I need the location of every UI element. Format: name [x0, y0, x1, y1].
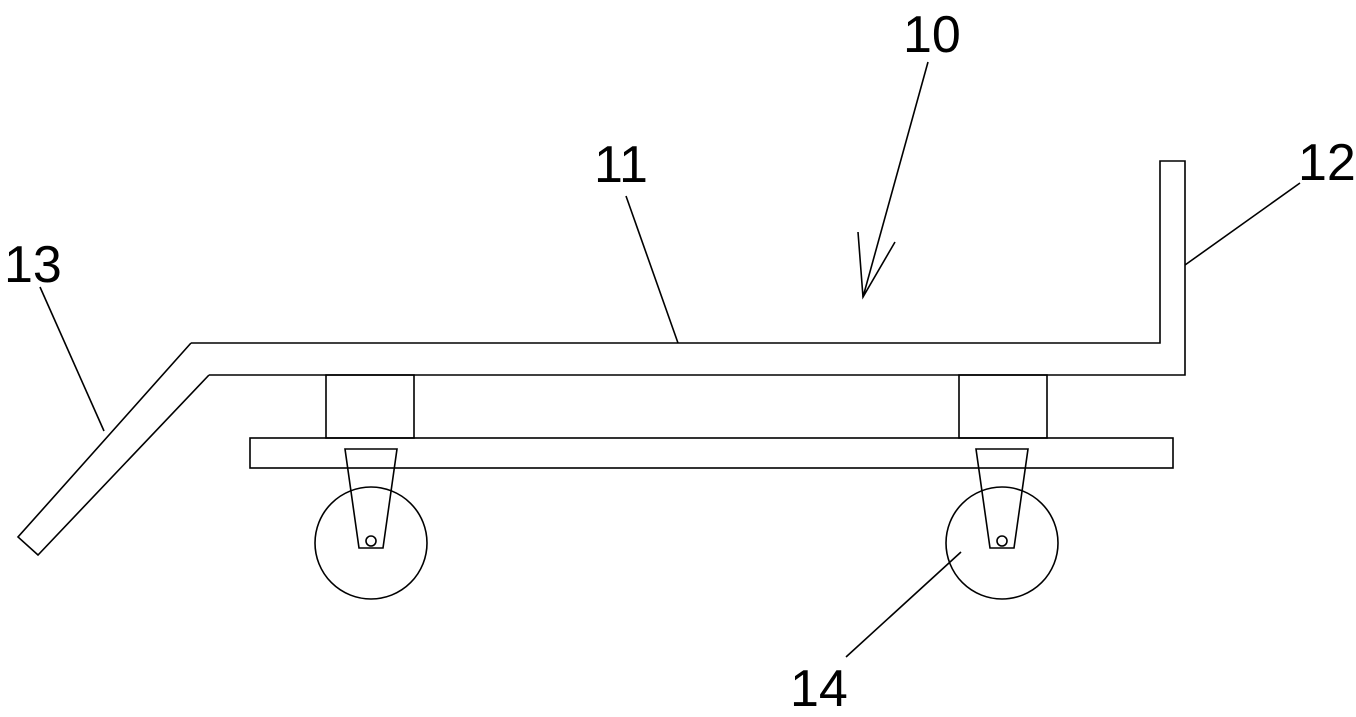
right-caster-bracket — [975, 448, 1029, 549]
leader-line-12 — [1184, 182, 1301, 266]
leader-line-13 — [39, 286, 105, 432]
leader-line-14 — [845, 551, 962, 658]
callout-label-14: 14 — [790, 660, 848, 717]
callout-label-12: 12 — [1298, 134, 1356, 192]
callout-label-11: 11 — [594, 136, 648, 194]
callout-label-13: 13 — [4, 236, 62, 294]
right-wheel — [945, 486, 1059, 600]
left-caster — [314, 448, 428, 600]
leader-arrow-10 — [857, 231, 896, 300]
callout-label-10: 10 — [903, 6, 961, 64]
leader-line-10 — [862, 61, 929, 298]
left-wheel — [314, 486, 428, 600]
leader-line-11 — [625, 195, 679, 344]
foot-handle-outline — [16, 342, 210, 557]
right-support-block — [958, 374, 1048, 439]
left-support-block — [325, 374, 415, 439]
base-plate — [249, 437, 1174, 469]
left-caster-bracket — [344, 448, 398, 549]
left-caster-axle — [365, 535, 377, 547]
bed-frame-outline — [191, 160, 1186, 376]
right-caster-axle — [996, 535, 1008, 547]
right-caster — [945, 448, 1059, 600]
